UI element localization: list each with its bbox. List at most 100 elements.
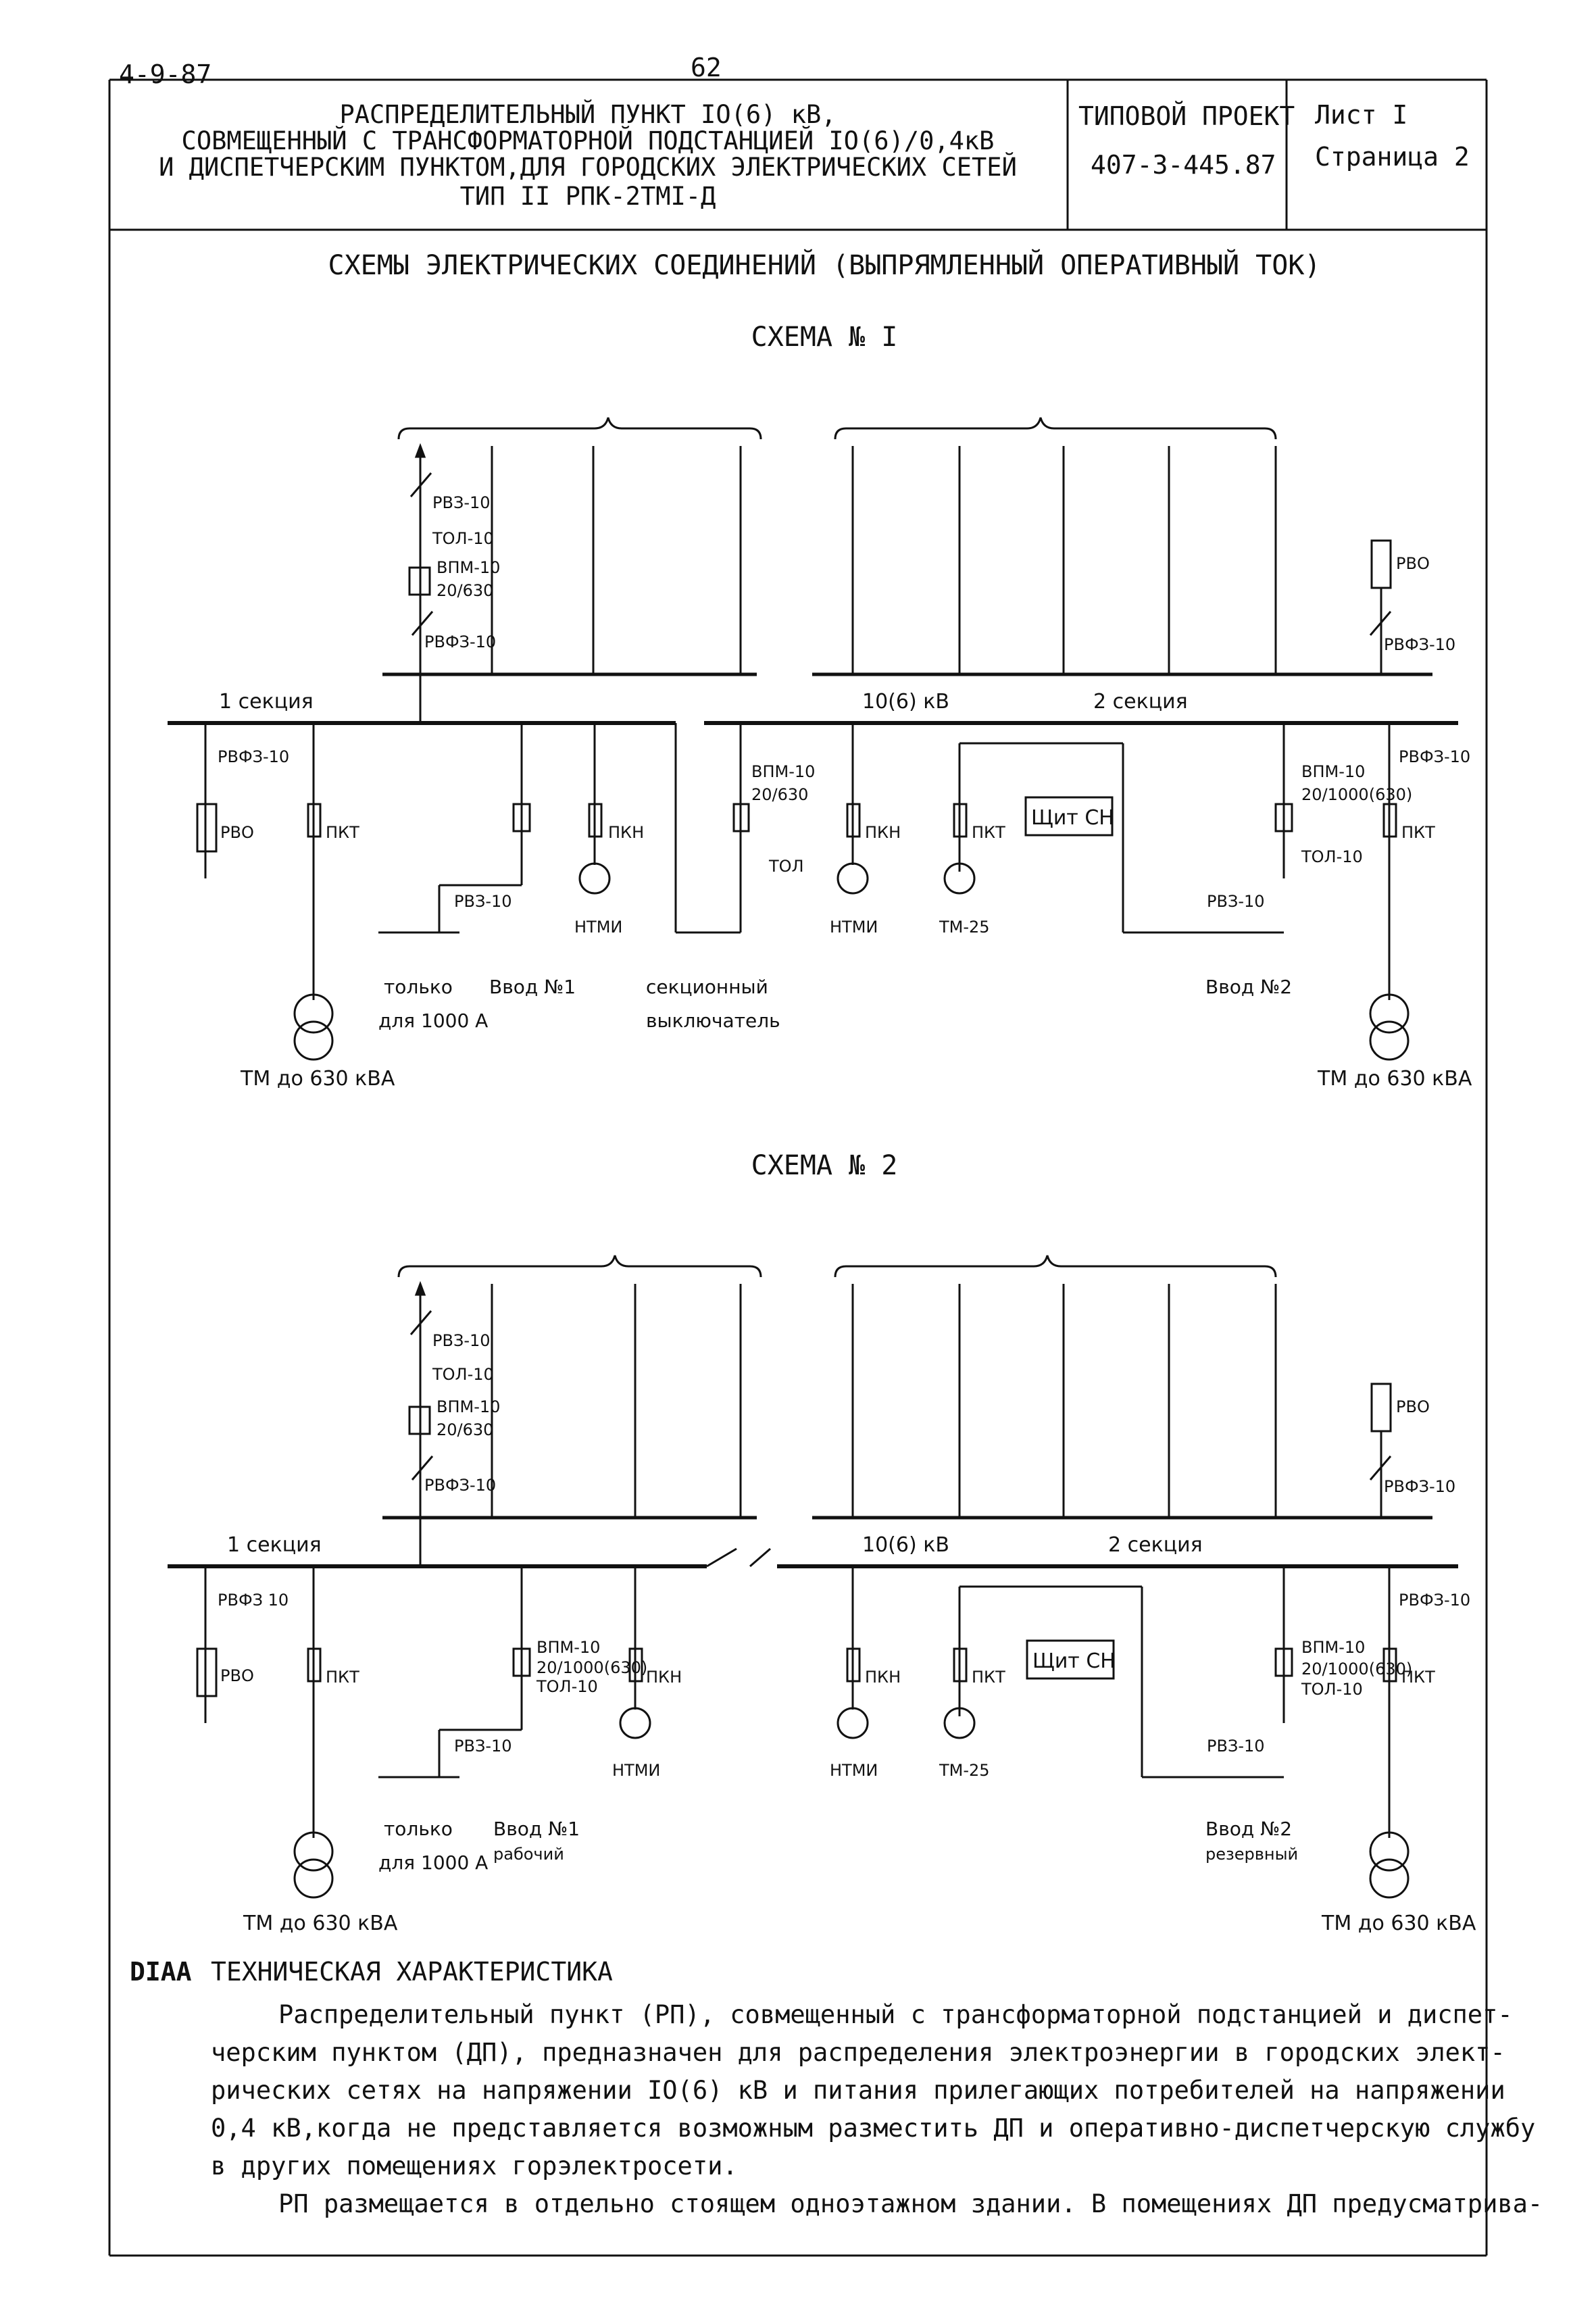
tech-line-6: РП размещается в отдельно стоящем одноэт… — [278, 2189, 1543, 2218]
s1-sect-switch2: выключатель — [646, 1010, 780, 1032]
s2-intro1-pkn: ПКН — [646, 1668, 682, 1687]
s2-intro2-rvz: РВЗ-10 — [1207, 1737, 1265, 1756]
s2-right-ntmi: НТМИ — [830, 1761, 878, 1780]
s2-left-rvo: РВО — [220, 1666, 254, 1685]
s1-tm-left: ТМ до 630 кВА — [240, 1067, 395, 1091]
title-line-1: РАСПРЕДЕЛИТЕЛЬНЫЙ ПУНКТ IО(6) кВ, — [339, 100, 837, 129]
s1-right-ntmi: НТМИ — [830, 918, 878, 937]
s2-right-pkt: ПКТ — [972, 1668, 1005, 1687]
s2-right-pkn: ПКН — [865, 1668, 901, 1687]
title-line-2: СОВМЕЩЕННЫЙ С ТРАНСФОРМАТОРНОЙ ПОДСТАНЦИ… — [181, 126, 995, 155]
s1-intro1-rvz: РВЗ-10 — [454, 892, 512, 911]
project-number: 407-3-445.87 — [1091, 150, 1276, 180]
s1-intro2-tol: ТОЛ-10 — [1301, 847, 1363, 866]
s1-feeder-rvfz: РВФЗ-10 — [424, 632, 496, 651]
s1-intro1-pkn: ПКН — [608, 823, 644, 842]
s1-voltage: 10(6) кВ — [862, 690, 949, 714]
page-label: Страница 2 — [1315, 142, 1470, 172]
s1-shield: Щит СН — [1031, 806, 1114, 830]
s1-tm-right: ТМ до 630 кВА — [1317, 1067, 1472, 1091]
tech-line-4: 0,4 кВ,когда не представляется возможным… — [211, 2114, 1536, 2143]
doc-code: 4-9-87 — [119, 59, 212, 89]
s1-sect-ratio: 20/630 — [751, 785, 808, 804]
s2-section2: 2 секция — [1108, 1533, 1203, 1557]
tech-line-3: рических сетях на напряжении IО(6) кВ и … — [211, 2076, 1505, 2105]
s1-intro2-pkt: ПКТ — [1401, 823, 1435, 842]
s1-feeder-rvz: РВЗ-10 — [432, 493, 491, 512]
tech-line-2: черским пунктом (ДП), предназначен для р… — [211, 2038, 1505, 2067]
s1-right-pkn: ПКН — [865, 823, 901, 842]
s2-intro2-pkt: ПКТ — [1401, 1668, 1435, 1687]
s2-shield: Щит СН — [1032, 1649, 1116, 1673]
s2-intro1-rvz: РВЗ-10 — [454, 1737, 512, 1756]
s2-left-rvfz: РВФЗ 10 — [218, 1591, 289, 1610]
tech-title: ТЕХНИЧЕСКАЯ ХАРАКТЕРИСТИКА — [211, 1957, 613, 1987]
s2-input1-sub: рабочий — [493, 1845, 564, 1864]
s1-left-pkt: ПКТ — [326, 823, 359, 842]
s2-input1: Ввод №1 — [493, 1818, 580, 1840]
s1-right-rvfz: РВФЗ-10 — [1384, 635, 1455, 654]
s1-feeder-ratio: 20/630 — [437, 581, 493, 600]
page-frame — [108, 78, 1488, 2257]
s2-only: только — [384, 1818, 453, 1840]
s2-intro1-tol: ТОЛ-10 — [536, 1677, 598, 1696]
scheme1-title: СХЕМА № I — [751, 322, 898, 353]
s1-intro2-rvfz: РВФЗ-10 — [1399, 747, 1470, 766]
s2-tm-right: ТМ до 630 кВА — [1321, 1912, 1476, 1935]
s2-tm-left: ТМ до 630 кВА — [243, 1912, 398, 1935]
s1-intro2-rvz: РВЗ-10 — [1207, 892, 1265, 911]
tech-line-5: в других помещениях горэлектросети. — [211, 2151, 738, 2181]
s1-input1: Ввод №1 — [489, 976, 576, 998]
s1-feeder-tol: ТОЛ-10 — [432, 529, 494, 548]
scheme2-diagram: РВЗ-10 ТОЛ-10 ВПМ-10 20/630 РВФЗ-10 РВО … — [168, 1255, 1476, 1935]
s2-intro2-rvfz: РВФЗ-10 — [1399, 1591, 1470, 1610]
s2-section1: 1 секция — [227, 1533, 322, 1557]
s2-feeder-rvz: РВЗ-10 — [432, 1331, 491, 1350]
s2-feeder-vpm: ВПМ-10 — [437, 1397, 500, 1416]
s2-right-tm25: ТМ-25 — [939, 1761, 990, 1780]
s2-intro1-ntmi: НТМИ — [612, 1761, 660, 1780]
s1-right-rvo: РВО — [1396, 554, 1430, 573]
page-number: 62 — [691, 53, 722, 82]
s1-sect-tol: ТОЛ — [768, 857, 804, 876]
s1-section1: 1 секция — [219, 690, 314, 714]
s2-input2-sub: резервный — [1205, 1845, 1298, 1864]
title-line-4: ТИП II РПК-2ТМI-Д — [459, 182, 716, 211]
s2-right-rvfz: РВФЗ-10 — [1384, 1477, 1455, 1496]
tech-code: DIAA — [130, 1957, 192, 1987]
s2-intro2-ratio: 20/1000(630) — [1301, 1660, 1412, 1678]
header-title: РАСПРЕДЕЛИТЕЛЬНЫЙ ПУНКТ IО(6) кВ, СОВМЕЩ… — [115, 101, 1061, 209]
sheet-label: Лист I — [1315, 100, 1408, 130]
s2-feeder-tol: ТОЛ-10 — [432, 1365, 494, 1384]
scheme1-diagram: РВЗ-10 ТОЛ-10 ВПМ-10 20/630 РВФЗ-10 РВО … — [168, 417, 1472, 1091]
scheme2-title: СХЕМА № 2 — [751, 1150, 898, 1181]
main-title: СХЕМЫ ЭЛЕКТРИЧЕСКИХ СОЕДИНЕНИЙ (ВЫПРЯМЛЕ… — [328, 250, 1321, 281]
s2-voltage: 10(6) кВ — [862, 1533, 949, 1557]
s2-feeder-ratio: 20/630 — [437, 1420, 493, 1439]
s1-feeder-vpm: ВПМ-10 — [437, 558, 500, 577]
s2-feeder-rvfz: РВФЗ-10 — [424, 1476, 496, 1495]
s1-intro2-ratio: 20/1000(630) — [1301, 785, 1412, 804]
s1-section2: 2 секция — [1093, 690, 1188, 714]
title-line-3: И ДИСПЕТЧЕРСКИМ ПУНКТОМ,ДЛЯ ГОРОДСКИХ ЭЛ… — [159, 153, 1017, 182]
s2-intro1-vpm: ВПМ-10 — [537, 1638, 600, 1657]
s2-only2: для 1000 А — [378, 1851, 488, 1874]
s2-intro1-ratio: 20/1000(630) — [537, 1658, 647, 1677]
s1-only2: для 1000 А — [378, 1010, 488, 1032]
s1-intro2-vpm: ВПМ-10 — [1301, 762, 1365, 781]
s2-right-rvo: РВО — [1396, 1397, 1430, 1416]
s2-input2: Ввод №2 — [1205, 1818, 1292, 1840]
s2-intro2-tol: ТОЛ-10 — [1301, 1680, 1363, 1699]
s1-right-tm25: ТМ-25 — [939, 918, 990, 937]
s1-left-rvfz: РВФЗ-10 — [218, 747, 289, 766]
s1-sect-switch1: секционный — [646, 976, 768, 998]
s1-sect-vpm: ВПМ-10 — [751, 762, 815, 781]
s2-intro2-vpm: ВПМ-10 — [1301, 1638, 1365, 1657]
s1-input2: Ввод №2 — [1205, 976, 1292, 998]
s1-right-pkt: ПКТ — [972, 823, 1005, 842]
project-label: ТИПОВОЙ ПРОЕКТ — [1078, 101, 1295, 131]
s1-only: только — [384, 976, 453, 998]
s1-intro1-ntmi: НТМИ — [574, 918, 622, 937]
tech-line-1: Распределительный пункт (РП), совмещенны… — [278, 2000, 1513, 2029]
